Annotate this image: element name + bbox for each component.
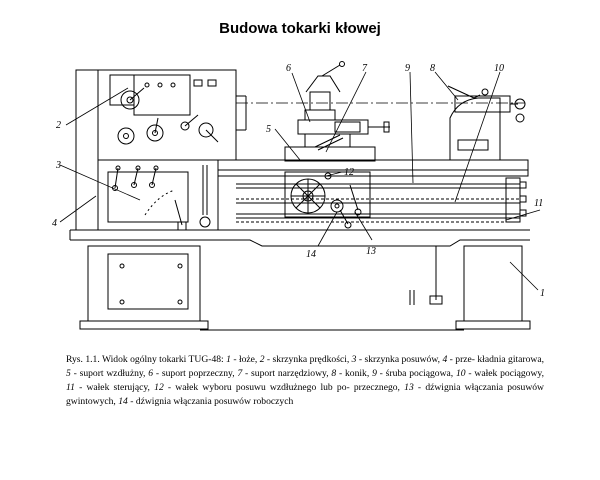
- tailstock: [447, 85, 526, 160]
- caption-num: 13: [404, 382, 414, 393]
- label-7: 7: [362, 63, 368, 74]
- lathe-diagram: 1 2 3 4 5 6 7 8 9 10 11 12 13 14: [52, 61, 545, 331]
- caption-text: - konik,: [336, 368, 373, 379]
- caption-text: - dźwignia włączania posuwów roboczych: [127, 396, 294, 407]
- label-5: 5: [266, 124, 271, 135]
- label-14: 14: [306, 249, 316, 260]
- lathe-bed: [69, 159, 530, 247]
- caption-text: - wałek pociągowy,: [465, 368, 544, 379]
- carriage: [284, 146, 376, 229]
- caption-num: 5: [66, 368, 71, 379]
- caption-num: 2: [259, 354, 265, 365]
- caption-num: 14: [118, 396, 128, 407]
- caption-text: - dźwignia włączania posuwów gwintowych,: [66, 382, 544, 407]
- caption-num: 10: [456, 368, 466, 379]
- caption-text: - wałek sterujący,: [74, 382, 155, 393]
- caption-text: - skrzynka posuwów,: [356, 354, 443, 365]
- caption-text: - łoże,: [230, 354, 260, 365]
- caption-num: 8: [331, 368, 337, 379]
- caption-num: 9: [372, 368, 377, 379]
- label-9: 9: [405, 63, 410, 74]
- part-labels: 1 2 3 4 5 6 7 8 9 10 11 12 13 14: [52, 63, 545, 299]
- caption-num: 12: [154, 382, 164, 393]
- label-2: 2: [56, 120, 61, 131]
- headstock: [75, 69, 247, 231]
- label-8: 8: [430, 63, 435, 74]
- caption-text: - wałek wyboru posuwu wzdłużnego lub po-…: [163, 382, 405, 393]
- caption-prefix: Rys. 1.1. Widok ogólny tokarki TUG-48:: [66, 354, 227, 365]
- label-6: 6: [286, 63, 291, 74]
- caption-text: - suport poprzeczny,: [153, 368, 238, 379]
- cross-slide: [297, 61, 390, 151]
- caption-num: 3: [351, 354, 357, 365]
- label-4: 4: [52, 218, 57, 229]
- caption-num: 7: [237, 368, 243, 379]
- caption-text: - śruba pociągowa,: [376, 368, 456, 379]
- caption-num: 1: [226, 354, 231, 365]
- caption-num: 11: [66, 382, 75, 393]
- caption-num: 4: [442, 354, 448, 365]
- caption-text: - suport wzdłużny,: [70, 368, 149, 379]
- page-title: Budowa tokarki kłowej: [219, 20, 381, 37]
- lathe-base: [79, 245, 531, 331]
- caption-text: - suport narzędziowy,: [242, 368, 332, 379]
- label-3: 3: [55, 160, 61, 171]
- label-1: 1: [540, 288, 545, 299]
- label-13: 13: [366, 246, 376, 257]
- figure-caption: Rys. 1.1. Widok ogólny tokarki TUG-48: 1…: [66, 353, 544, 409]
- leader-lines: [59, 71, 541, 291]
- caption-num: 6: [148, 368, 154, 379]
- label-11: 11: [534, 198, 543, 209]
- caption-text: - prze- kładnia gitarowa,: [447, 354, 544, 365]
- label-12: 12: [344, 167, 354, 178]
- label-10: 10: [494, 63, 504, 74]
- caption-text: - skrzynka prędkości,: [264, 354, 352, 365]
